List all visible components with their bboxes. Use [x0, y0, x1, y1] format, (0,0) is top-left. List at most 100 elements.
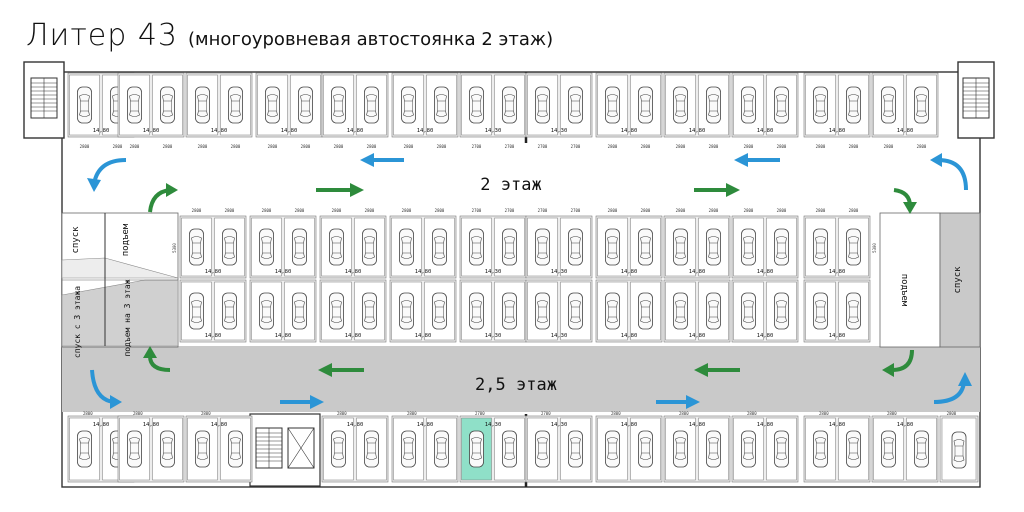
- car-icon: [535, 86, 550, 124]
- dimension-label: 2700: [472, 208, 482, 213]
- space-label: 14,80: [757, 422, 774, 428]
- car-icon: [265, 86, 280, 124]
- dimension-label: 2800: [819, 411, 829, 416]
- space-label: 14,80: [829, 333, 846, 339]
- car-icon: [535, 292, 550, 330]
- car-icon: [502, 292, 517, 330]
- dimension-label: 2800: [334, 144, 344, 149]
- arrow-green-curve-bottom-right: [891, 349, 914, 372]
- car-icon: [813, 86, 828, 124]
- level-label-upper: 2 этаж: [480, 175, 541, 195]
- space-label: 14,80: [347, 422, 364, 428]
- space-label: 14,80: [345, 333, 362, 339]
- title-sub: (многоуровневая автостоянка 2 этаж): [188, 29, 554, 50]
- space-label: 14,80: [757, 128, 774, 134]
- dimension-label: 2700: [538, 144, 548, 149]
- right-ramp-up-area: [879, 212, 941, 348]
- car-icon: [706, 430, 721, 468]
- space-label: 14,80: [897, 422, 914, 428]
- space-label: 14,30: [485, 269, 502, 275]
- space-label: 14,80: [205, 269, 222, 275]
- car-icon: [469, 228, 484, 266]
- dimension-label: 2700: [541, 411, 551, 416]
- dimension-label: 2800: [404, 144, 414, 149]
- space-label: 14,30: [551, 333, 568, 339]
- dimension-label: 2800: [849, 208, 859, 213]
- space-label: 14,80: [829, 422, 846, 428]
- arrow-blue-lower-right-head: [686, 395, 700, 409]
- car-icon: [434, 86, 449, 124]
- arrow-blue-upper-left-head: [360, 153, 374, 167]
- dimension-label: 2800: [676, 208, 686, 213]
- car-icon: [741, 292, 756, 330]
- arrow-green-upper-left-head: [350, 183, 364, 197]
- space-label: 14,80: [621, 333, 638, 339]
- arrow-blue-curve-top-left-head: [87, 178, 101, 192]
- dimension-label: 2800: [777, 144, 787, 149]
- car-icon: [605, 430, 620, 468]
- car-icon: [813, 430, 828, 468]
- dimension-label: 2800: [884, 144, 894, 149]
- car-icon: [195, 86, 210, 124]
- space-label: 14,80: [689, 128, 706, 134]
- car-icon: [774, 292, 789, 330]
- space-label: 14,80: [757, 333, 774, 339]
- dimension-label: 2800: [641, 144, 651, 149]
- car-icon: [292, 292, 307, 330]
- dimension-label: 2800: [83, 411, 93, 416]
- car-icon: [189, 292, 204, 330]
- car-icon: [568, 430, 583, 468]
- space-label: 14,80: [211, 422, 228, 428]
- arrow-blue-curve-top-right: [937, 158, 968, 191]
- car-icon: [568, 86, 583, 124]
- ramp-label-left-down: спуск: [71, 226, 81, 254]
- car-icon: [434, 430, 449, 468]
- dimension-label: 2800: [402, 208, 412, 213]
- dimension-label: 2700: [571, 208, 581, 213]
- dimension-label: 2800: [337, 411, 347, 416]
- car-icon: [362, 292, 377, 330]
- dimension-label: 2800: [113, 144, 123, 149]
- car-icon: [673, 430, 688, 468]
- dimension-label: 2700: [505, 208, 515, 213]
- title-main: Литер 43: [26, 18, 178, 53]
- space-label: 14,80: [347, 128, 364, 134]
- page-title: Литер 43 (многоуровневая автостоянка 2 эт…: [26, 18, 553, 58]
- dimension-label: 2800: [435, 208, 445, 213]
- dimension-label: 2800: [747, 411, 757, 416]
- left-ramp-lower-fill: [61, 279, 179, 347]
- car-icon: [951, 431, 967, 469]
- space-label: 14,80: [689, 269, 706, 275]
- car-icon: [741, 86, 756, 124]
- ramp-label-right-up: подъем: [899, 274, 909, 307]
- car-icon: [329, 292, 344, 330]
- car-icon: [362, 228, 377, 266]
- space-label: 14,80: [417, 128, 434, 134]
- traffic-arrows-green: [143, 183, 917, 377]
- space-label: 14,80: [415, 269, 432, 275]
- car-icon: [432, 228, 447, 266]
- car-icon: [638, 86, 653, 124]
- dimension-label: 2800: [709, 208, 719, 213]
- dimension-labels: 2800 2800 2800 2800 2800 2800 2800 2800 2800 2800…: [80, 144, 957, 416]
- car-icon: [568, 292, 583, 330]
- car-icon: [502, 86, 517, 124]
- car-icon: [846, 228, 861, 266]
- space-label: 14,80: [829, 128, 846, 134]
- dimension-label: 2800: [198, 144, 208, 149]
- dimension-label: 2800: [608, 144, 618, 149]
- dimension-label: 2800: [301, 144, 311, 149]
- traffic-arrows-blue: [87, 153, 972, 409]
- parking-space: [630, 281, 661, 341]
- parking-space: [356, 74, 387, 136]
- right-ramp-down-area: [939, 212, 981, 348]
- arrow-green-lower-left-head: [318, 363, 332, 377]
- dimension-label: 2700: [571, 144, 581, 149]
- car-icon: [160, 430, 175, 468]
- dimension-label: 2800: [947, 411, 957, 416]
- car-icon: [399, 292, 414, 330]
- car-icon: [298, 86, 313, 124]
- space-label: 14,80: [345, 269, 362, 275]
- dimension-label: 5300: [172, 243, 177, 253]
- dimension-label: 2800: [332, 208, 342, 213]
